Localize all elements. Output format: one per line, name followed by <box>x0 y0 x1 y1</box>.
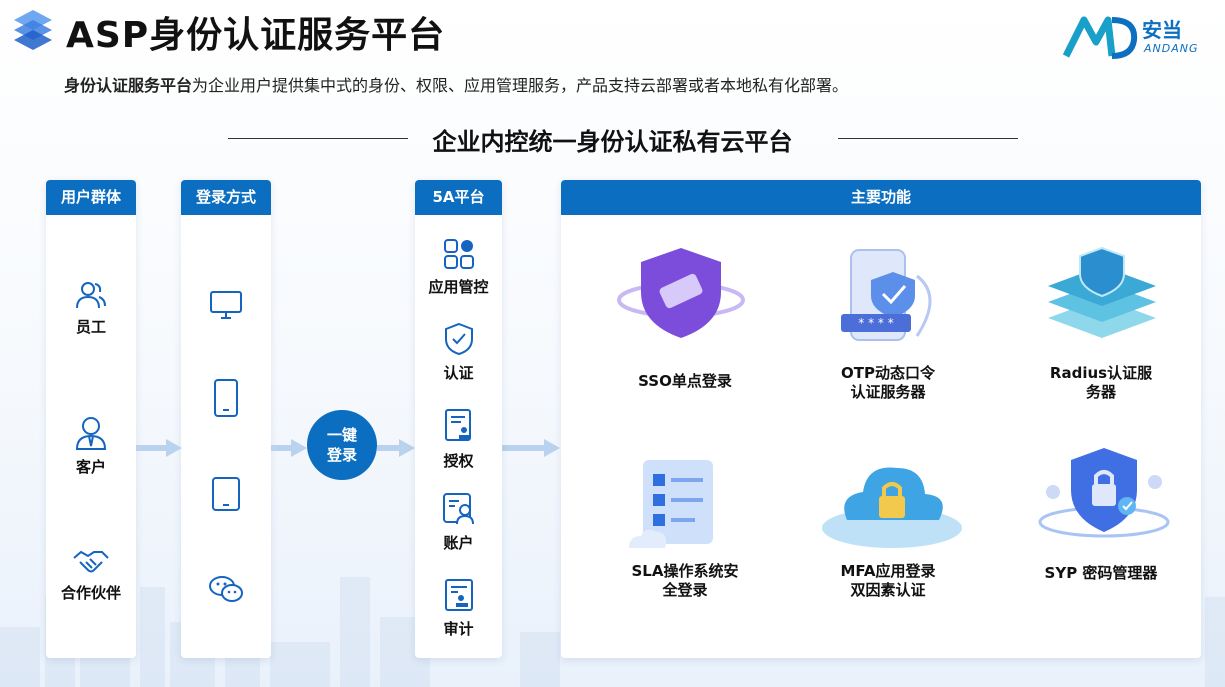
feature-label-line1: SYP 密码管理器 <box>1044 564 1158 582</box>
platform-item-label: 账户 <box>443 534 474 552</box>
platform-item-app-control[interactable]: 应用管控 <box>415 238 502 297</box>
apps-icon <box>443 239 474 269</box>
one-click-login-button[interactable]: 一键 登录 <box>307 410 377 480</box>
users-column: 用户群体 员工 客户 合作伙伴 <box>46 180 136 658</box>
user-group-label: 合作伙伴 <box>60 584 121 602</box>
brand-name-cn: 安当 <box>1142 18 1182 42</box>
radius-server-icon <box>1048 246 1156 338</box>
feature-mfa[interactable]: MFA应用登录 双因素认证 <box>788 562 988 600</box>
flow-arrow-icon <box>136 439 182 457</box>
feature-radius[interactable]: Radius认证服 务器 <box>1001 364 1201 402</box>
feature-label-line2: 全登录 <box>662 581 708 599</box>
login-column: 登录方式 <box>181 180 271 658</box>
otp-phone-icon: * * * * <box>841 249 932 341</box>
platform-item-account[interactable]: 账户 <box>415 492 502 553</box>
platform-item-audit[interactable]: 审计 <box>415 578 502 639</box>
user-group-label: 员工 <box>75 318 106 336</box>
sso-shield-icon <box>617 248 745 338</box>
brand-name-en: ANDANG <box>1144 42 1199 55</box>
login-column-title: 登录方式 <box>181 180 271 215</box>
features-panel: 主要功能 SSO单点登录 * * * * OTP动态口令 认证服务器 Radiu… <box>561 180 1201 658</box>
login-method-pc[interactable] <box>181 290 271 326</box>
feature-label-line1: Radius认证服 <box>1049 364 1153 382</box>
platform-item-label: 认证 <box>443 364 474 382</box>
platform-item-authentication[interactable]: 认证 <box>415 322 502 383</box>
logo-cube-icon <box>14 10 52 50</box>
flow-arrow-icon <box>271 439 307 457</box>
one-click-login-line2: 登录 <box>326 446 357 464</box>
platform-column-title: 5A平台 <box>415 180 502 215</box>
feature-label-line1: OTP动态口令 <box>841 364 935 382</box>
page-title: ASP身份认证服务平台 <box>66 15 446 56</box>
tablet-icon <box>212 477 240 511</box>
subtitle-bold: 身份认证服务平台 <box>64 76 193 95</box>
platform-column: 5A平台 应用管控 认证 授权 账户 <box>415 180 502 658</box>
phone-icon <box>214 379 238 417</box>
feature-label-line1: SLA操作系统安 <box>631 562 739 580</box>
platform-item-label: 审计 <box>443 620 474 638</box>
syp-password-lock-icon <box>1038 448 1170 538</box>
feature-sso[interactable]: SSO单点登录 <box>585 372 785 391</box>
feature-label-line2: 认证服务器 <box>850 383 926 401</box>
subtitle-text: 为企业用户提供集中式的身份、权限、应用管理服务，产品支持云部署或者本地私有化部署… <box>192 76 849 95</box>
monitor-icon <box>210 291 242 319</box>
feature-label-line2: 双因素认证 <box>850 581 926 599</box>
feature-otp[interactable]: OTP动态口令 认证服务器 <box>788 364 988 402</box>
user-group-employee[interactable]: 员工 <box>46 280 136 337</box>
account-icon <box>442 493 474 525</box>
feature-syp[interactable]: SYP 密码管理器 <box>1001 564 1201 583</box>
mfa-cloud-lock-icon <box>822 467 962 548</box>
feature-sla[interactable]: SLA操作系统安 全登录 <box>585 562 785 600</box>
document-stamp-icon <box>444 409 471 441</box>
user-group-partner[interactable]: 合作伙伴 <box>46 548 136 603</box>
sla-checklist-icon <box>629 460 713 548</box>
platform-item-authorization[interactable]: 授权 <box>415 408 502 471</box>
user-group-label: 客户 <box>75 458 106 476</box>
divider-right <box>838 138 1018 139</box>
wechat-icon <box>209 576 243 602</box>
feature-label-line1: SSO单点登录 <box>638 372 732 390</box>
users-icon <box>76 282 106 309</box>
audit-icon <box>444 579 473 611</box>
brand-logo: 安当 ANDANG <box>1062 12 1207 60</box>
handshake-icon <box>73 550 109 573</box>
section-title: 企业内控统一身份认证私有云平台 <box>432 128 793 156</box>
brand-mark-icon <box>1062 16 1138 59</box>
feature-label-line1: MFA应用登录 <box>840 562 936 580</box>
shield-check-icon <box>444 322 473 356</box>
user-group-customer[interactable]: 客户 <box>46 416 136 477</box>
login-method-wechat[interactable] <box>181 574 271 610</box>
login-method-tablet[interactable] <box>181 476 271 518</box>
customer-icon <box>75 417 107 450</box>
page-subtitle: 身份认证服务平台为企业用户提供集中式的身份、权限、应用管理服务，产品支持云部署或… <box>64 72 848 96</box>
otp-mask-glyphs: * * * * <box>858 316 893 330</box>
one-click-login-line1: 一键 <box>326 426 357 444</box>
platform-item-label: 授权 <box>443 452 474 470</box>
feature-label-line2: 务器 <box>1085 383 1116 401</box>
flow-arrow-icon <box>502 439 560 457</box>
login-method-phone[interactable] <box>181 378 271 424</box>
flow-arrow-icon <box>377 439 415 457</box>
platform-item-label: 应用管控 <box>428 278 489 296</box>
features-panel-title: 主要功能 <box>561 180 1201 215</box>
section-heading: 企业内控统一身份认证私有云平台 <box>0 122 1225 156</box>
divider-left <box>228 138 408 139</box>
users-column-title: 用户群体 <box>46 180 136 215</box>
